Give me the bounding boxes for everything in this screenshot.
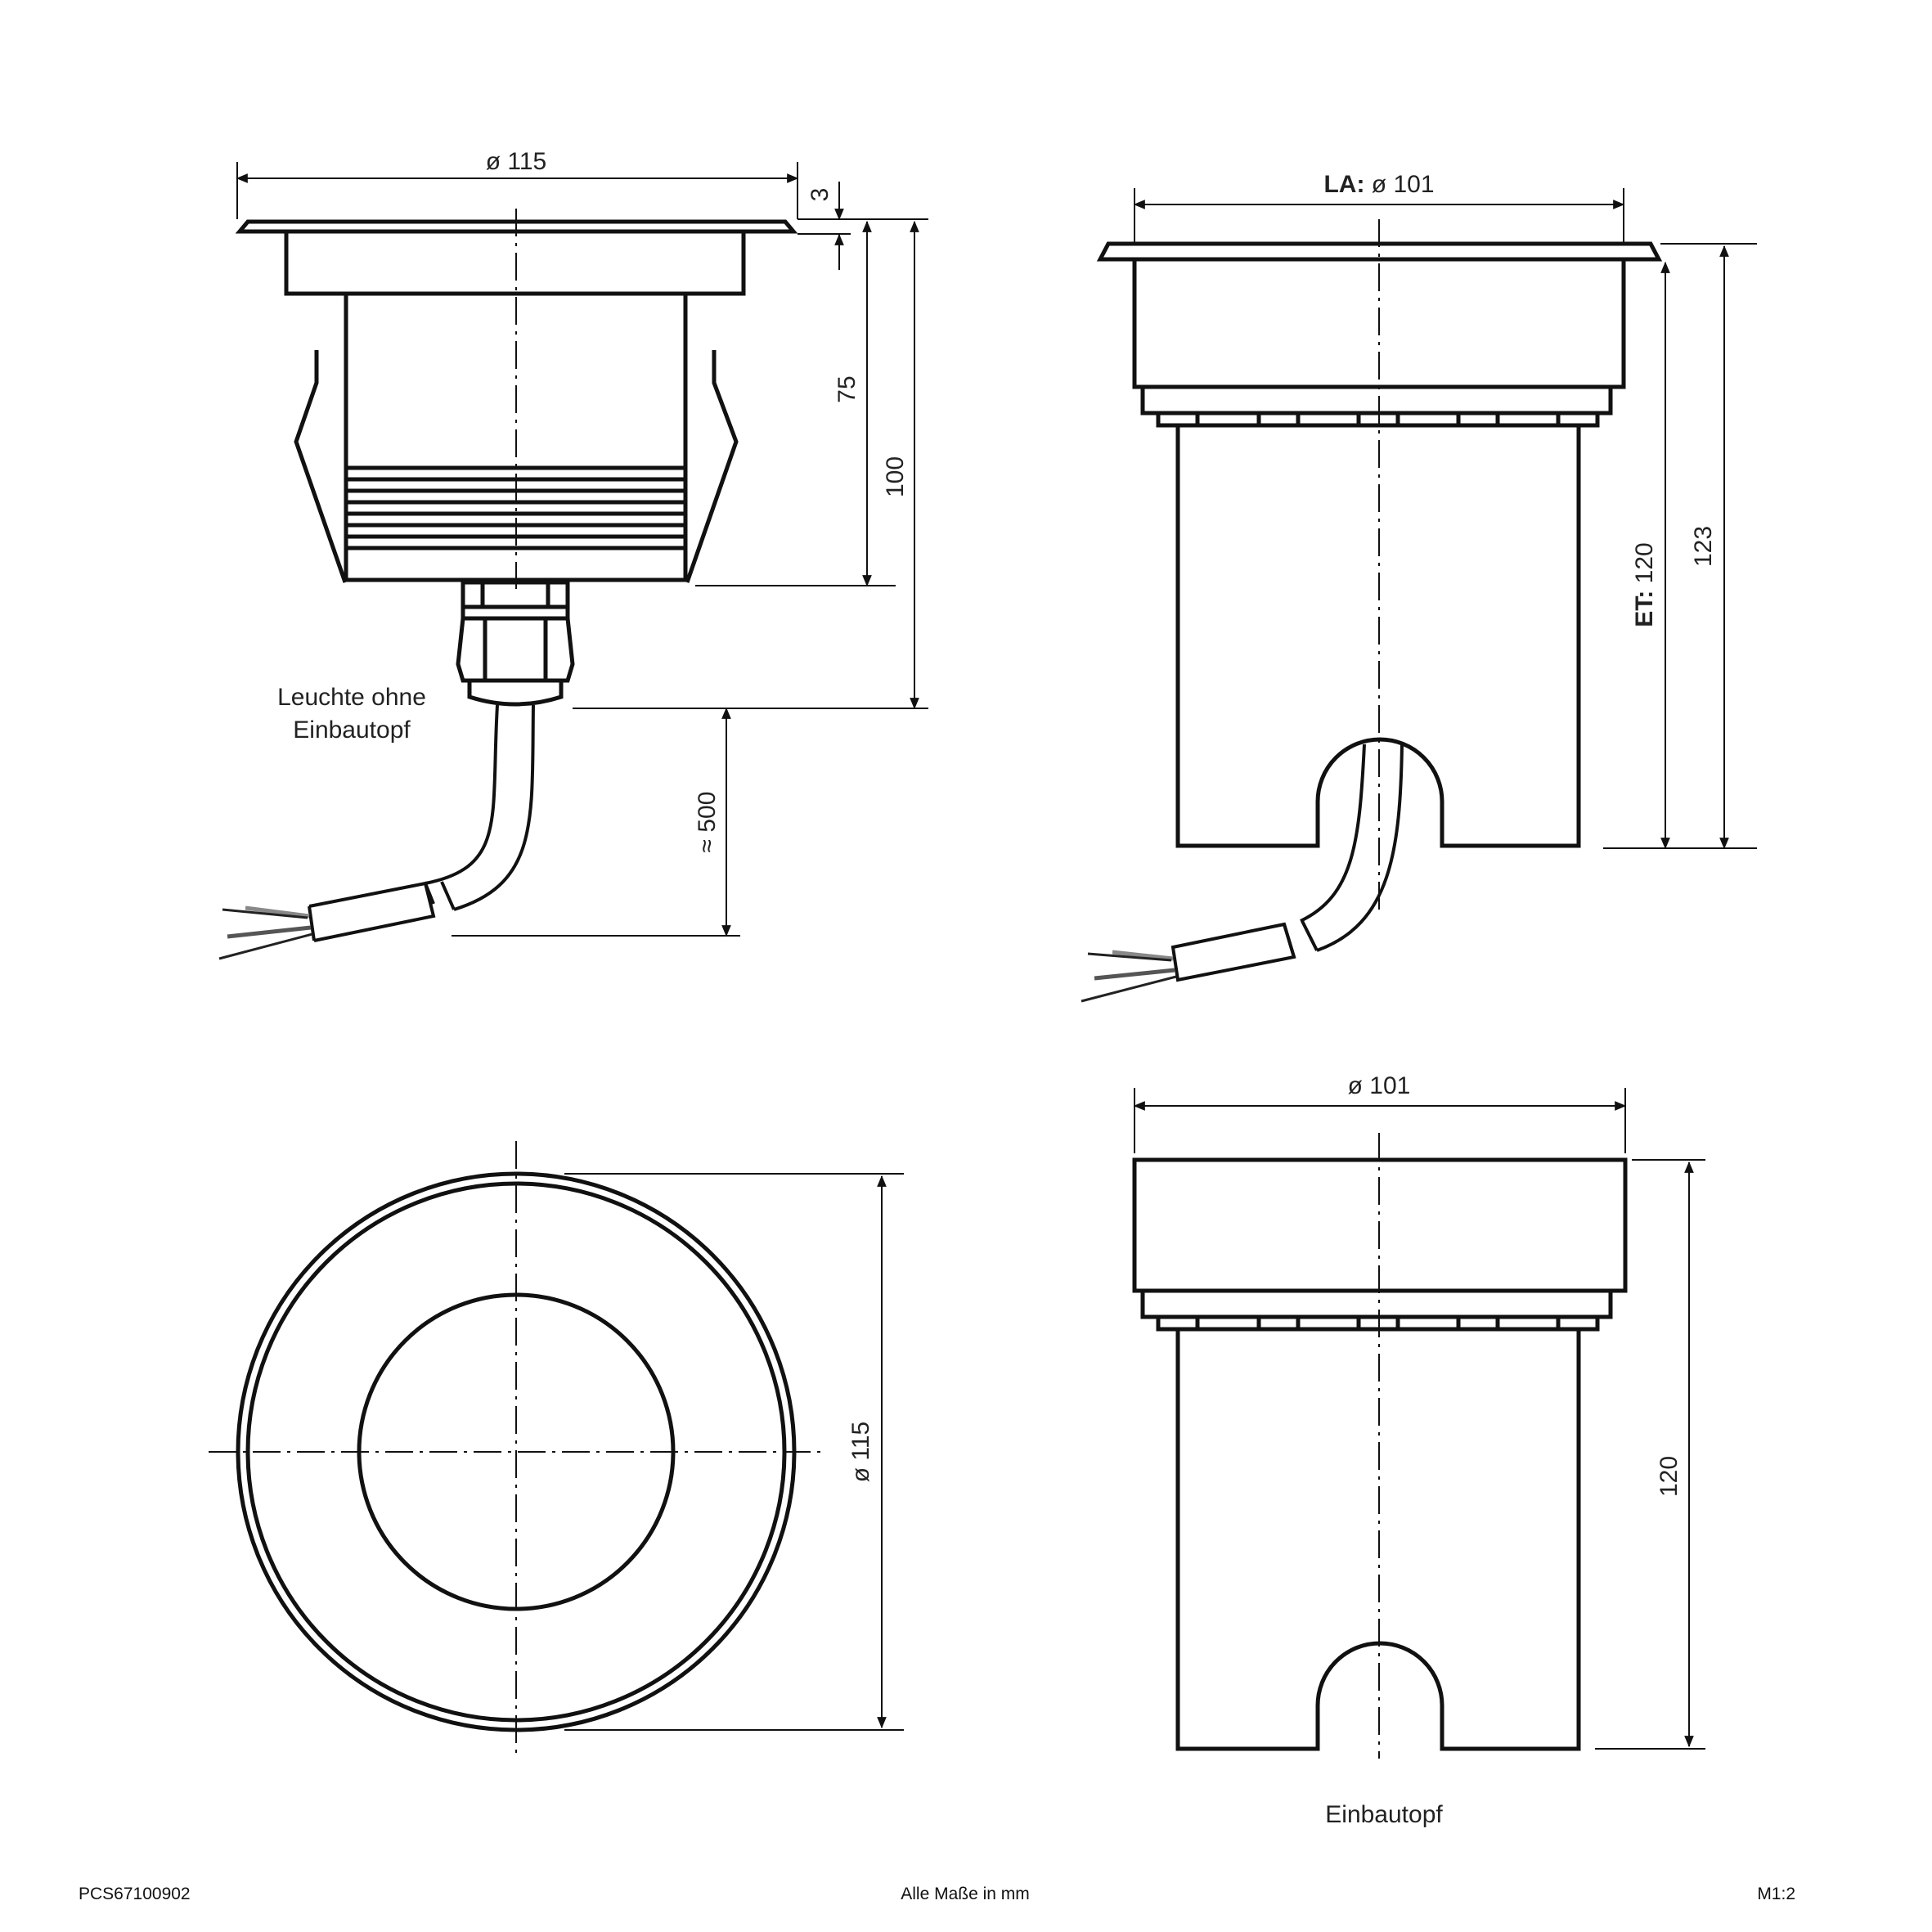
wire [1094, 968, 1175, 981]
dim-housing-diameter-label: ø 101 [1348, 1072, 1411, 1099]
dim-la-label: LA: ø 101 [1323, 171, 1434, 198]
dim-body-height-label: 75 [833, 375, 860, 402]
wire [1081, 975, 1177, 1003]
housing-collar [1140, 1288, 1613, 1319]
cable-edge [1316, 744, 1404, 952]
footer: PCS67100902 Alle Maße in mm M1:2 [79, 1885, 1795, 1903]
spring-clip-right [685, 350, 739, 583]
caption-luminaire-line2: Einbautopf [293, 717, 411, 744]
dim-housing-height-label: 120 [1656, 1456, 1683, 1497]
cable-edge [1300, 744, 1366, 923]
dim-flange-label: 3 [806, 188, 833, 202]
housing-tabs [1156, 1314, 1600, 1332]
dim-total-height-label: 100 [882, 456, 909, 497]
dim-et-label: ET: 120 [1631, 542, 1658, 627]
cable-edge [425, 704, 499, 885]
luminaire-upper-ring [284, 229, 746, 296]
assembly-collar [1140, 384, 1613, 416]
dim-total-label: 123 [1690, 526, 1717, 567]
drawing-code: PCS67100902 [79, 1885, 191, 1903]
top-view: ø 115 [209, 1141, 904, 1759]
dim-cable-length-label: ≈ 500 [694, 792, 721, 853]
units-note: Alle Maße in mm [901, 1885, 1030, 1903]
wire [245, 905, 310, 919]
housing-side-view: ø 101 120 Einbautopf [1132, 1072, 1705, 1828]
wire [227, 925, 312, 939]
spring-clip-left [294, 350, 348, 583]
caption-luminaire-line1: Leuchte ohne [277, 684, 426, 711]
caption-housing: Einbautopf [1325, 1801, 1443, 1828]
cable-edge [453, 704, 535, 911]
assembly-side-view: LA: ø 101 ET: 120 123 [1081, 171, 1757, 1003]
wire [218, 932, 313, 960]
dim-top-diameter-label: ø 115 [847, 1422, 874, 1483]
cable-gland-body [456, 616, 575, 683]
cable-gland-cap [467, 678, 564, 707]
wire [1112, 950, 1174, 961]
cable-jacket [308, 881, 436, 942]
scale-note: M1:2 [1757, 1885, 1795, 1903]
cable-jacket [1170, 922, 1296, 982]
luminaire-side-view: ø 115 3 75 100 ≈ 500 Leuchte ohne Einbau… [218, 148, 928, 960]
dim-diameter-label: ø 115 [486, 148, 547, 175]
